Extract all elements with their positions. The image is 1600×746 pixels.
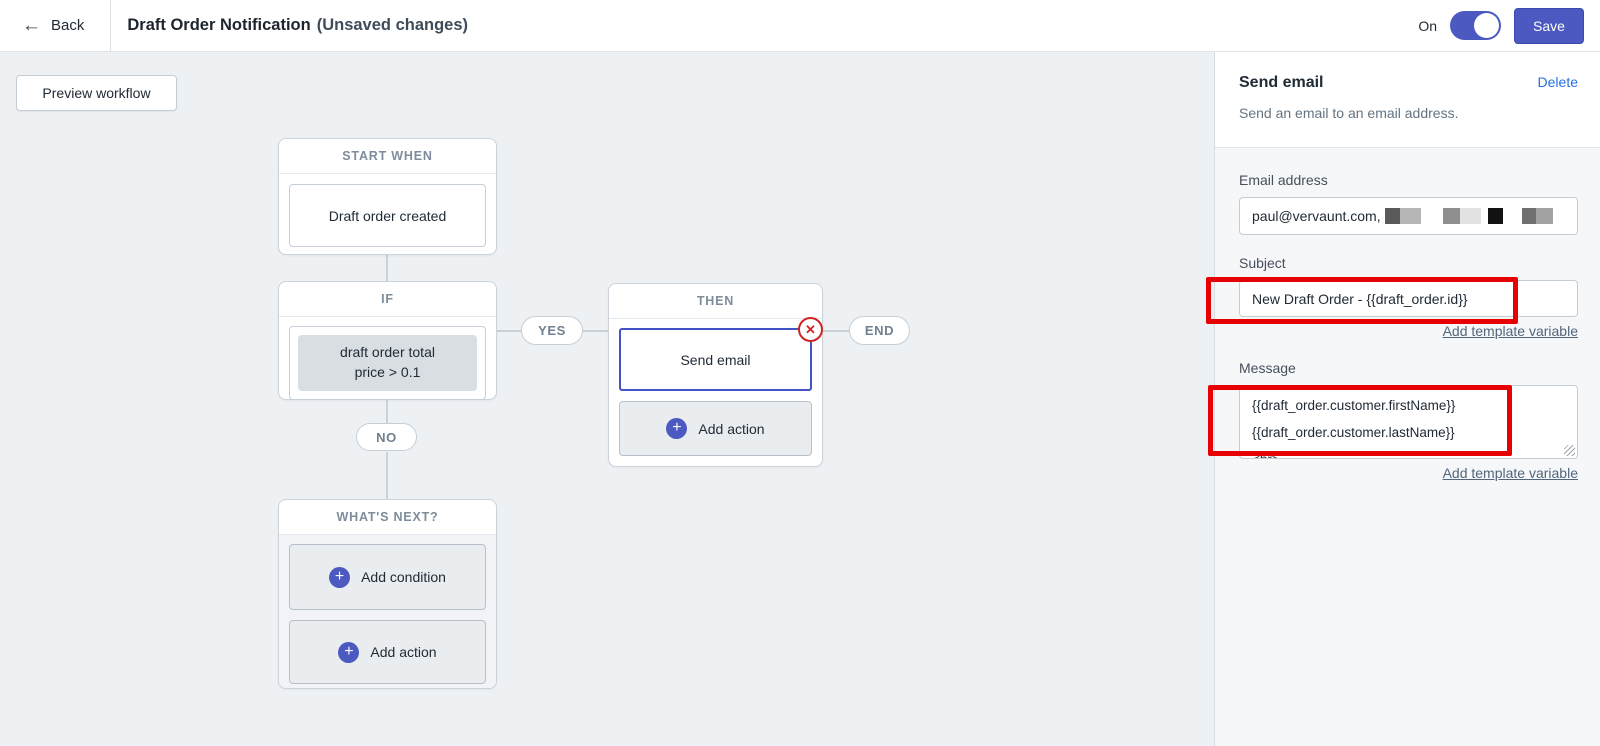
remove-action-button[interactable]: ✕ xyxy=(798,317,823,342)
panel-description: Send an email to an email address. xyxy=(1239,105,1459,121)
subject-label: Subject xyxy=(1239,255,1286,271)
workflow-canvas[interactable]: Preview workflow START WHEN Draft order … xyxy=(0,52,1215,746)
send-email-node[interactable]: Send email ✕ xyxy=(619,317,823,391)
add-condition-label: Add condition xyxy=(361,569,446,585)
resize-handle-icon[interactable] xyxy=(1564,445,1575,456)
message-textarea[interactable]: {{draft_order.customer.firstName}} {{dra… xyxy=(1239,385,1578,459)
panel-title: Send email xyxy=(1239,74,1324,91)
if-node: IF draft order total price > 0.1 xyxy=(278,281,497,400)
then-add-action-button[interactable]: + Add action xyxy=(619,401,812,456)
then-add-action-label: Add action xyxy=(698,420,765,437)
action-settings-panel: Send email Delete Send an email to an em… xyxy=(1215,52,1600,746)
redacted-block xyxy=(1384,208,1421,224)
trigger-node[interactable]: Draft order created xyxy=(289,184,486,247)
save-button[interactable]: Save xyxy=(1514,7,1584,44)
workflow-enabled-toggle[interactable] xyxy=(1450,11,1501,40)
start-when-body: Draft order created xyxy=(279,174,496,254)
toggle-state-label: On xyxy=(1418,17,1437,34)
message-line: {{draft_order.customer.firstName}} xyxy=(1252,398,1456,413)
email-address-label: Email address xyxy=(1239,172,1328,188)
redacted-block xyxy=(1442,208,1481,224)
delete-action-link[interactable]: Delete xyxy=(1537,74,1578,90)
message-line: <br> xyxy=(1252,446,1565,458)
if-header: IF xyxy=(279,282,496,317)
connector-line-start-if xyxy=(386,255,388,284)
end-pill: END xyxy=(849,316,910,345)
condition-chip[interactable]: draft order total price > 0.1 xyxy=(298,335,477,391)
remove-icon: ✕ xyxy=(805,321,816,337)
if-body: draft order total price > 0.1 xyxy=(279,317,496,400)
no-branch-pill: NO xyxy=(356,423,417,451)
email-address-value: paul@vervaunt.com, xyxy=(1252,208,1381,224)
connector-line-no-next xyxy=(386,452,388,499)
email-address-input[interactable]: paul@vervaunt.com, xyxy=(1239,197,1578,235)
page-title: Draft Order Notification (Unsaved change… xyxy=(127,16,468,35)
add-template-variable-link-subject[interactable]: Add template variable xyxy=(1442,323,1578,339)
plus-icon: + xyxy=(329,566,351,588)
plus-icon: + xyxy=(666,418,688,439)
condition-text: draft order total price > 0.1 xyxy=(340,344,435,380)
plus-icon: + xyxy=(338,641,360,663)
start-when-node: START WHEN Draft order created xyxy=(278,138,497,255)
whats-next-header: WHAT'S NEXT? xyxy=(279,500,496,535)
unsaved-changes-label: (Unsaved changes) xyxy=(316,16,469,34)
add-condition-button[interactable]: + Add condition xyxy=(289,544,486,610)
then-node: THEN Send email ✕ + Add action xyxy=(608,283,823,467)
next-add-action-button[interactable]: + Add action xyxy=(289,620,486,684)
whats-next-body: + Add condition + Add action xyxy=(279,535,496,688)
back-label: Back xyxy=(51,17,85,34)
topbar-divider xyxy=(110,0,112,52)
preview-workflow-button[interactable]: Preview workflow xyxy=(16,75,177,111)
connector-line-yes-then xyxy=(583,330,608,332)
connector-line-if-no xyxy=(386,400,388,424)
subject-value: New Draft Order - {{draft_order.id}} xyxy=(1252,290,1468,307)
connector-line-then-end xyxy=(823,330,849,332)
message-label: Message xyxy=(1239,360,1296,376)
whats-next-node: WHAT'S NEXT? + Add condition + Add actio… xyxy=(278,499,497,689)
next-add-action-label: Add action xyxy=(370,644,437,660)
message-line: {{draft_order.customer.lastName}} xyxy=(1252,425,1455,440)
start-when-header: START WHEN xyxy=(279,139,496,174)
condition-node[interactable]: draft order total price > 0.1 xyxy=(289,326,486,400)
then-body: Send email ✕ + Add action xyxy=(609,317,823,466)
topbar-actions: On Save xyxy=(1418,7,1600,44)
subject-input[interactable]: New Draft Order - {{draft_order.id}} xyxy=(1239,280,1578,317)
back-arrow-icon: ← xyxy=(22,15,41,36)
redacted-block xyxy=(1487,208,1503,224)
workflow-title: Draft Order Notification xyxy=(127,16,311,34)
connector-line-if-yes xyxy=(497,330,521,332)
redacted-block xyxy=(1521,208,1553,224)
toggle-knob xyxy=(1474,13,1499,38)
yes-branch-pill: YES xyxy=(521,316,583,345)
send-email-node-label: Send email xyxy=(680,351,751,368)
then-header: THEN xyxy=(609,284,822,319)
back-button[interactable]: ← Back xyxy=(0,0,110,51)
top-bar: ← Back Draft Order Notification (Unsaved… xyxy=(0,0,1600,52)
panel-body: Email address paul@vervaunt.com, Subject… xyxy=(1215,148,1600,481)
panel-header: Send email Delete Send an email to an em… xyxy=(1215,52,1600,148)
add-template-variable-link-message[interactable]: Add template variable xyxy=(1442,465,1578,481)
